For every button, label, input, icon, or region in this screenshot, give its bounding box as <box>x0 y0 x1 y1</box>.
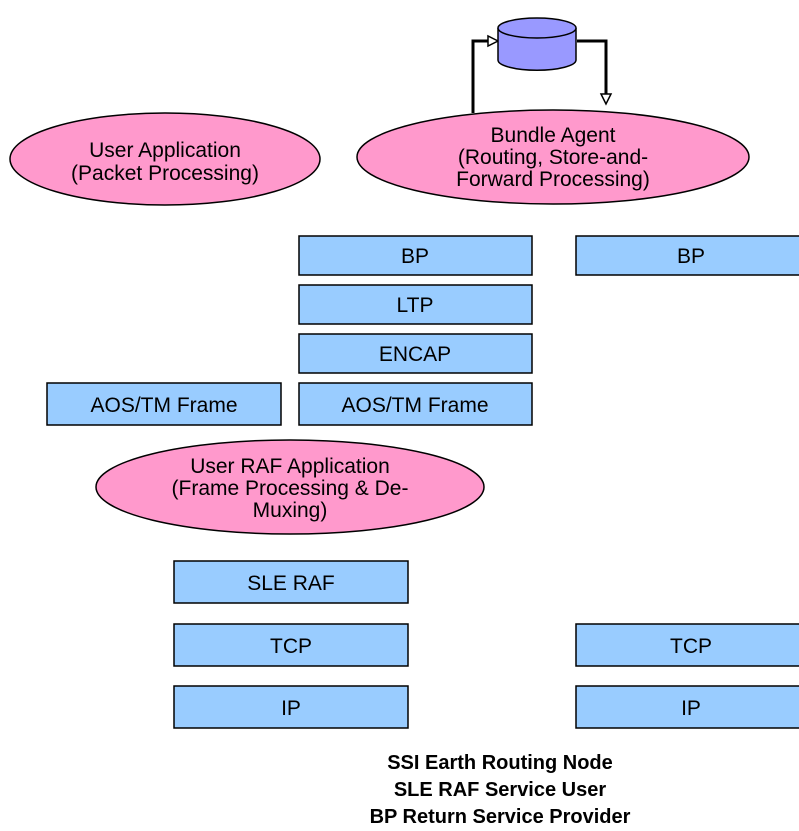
sle-raf-box: SLE RAF <box>173 560 409 604</box>
right-tcp-label: TCP <box>670 635 712 658</box>
right-tcp-box: TCP <box>575 623 799 667</box>
user-raf-application-ellipse: User RAF Application (Frame Processing &… <box>95 439 485 535</box>
center-stack: BP LTP ENCAP AOS/TM Frame <box>298 235 533 426</box>
caption-line-2: SLE RAF Service User <box>393 779 607 801</box>
bundle-agent-line2: (Routing, Store-and- <box>458 146 648 169</box>
storage-arrowhead-in <box>487 34 500 48</box>
storage-arrow-up <box>471 39 497 113</box>
storage-arrow-down <box>577 39 608 101</box>
bundle-agent-line1: Bundle Agent <box>491 124 616 147</box>
center-ltp-box: LTP <box>298 284 533 325</box>
caption-line-3: BP Return Service Provider <box>369 806 631 828</box>
database-icon <box>497 17 577 72</box>
center-encap-box: ENCAP <box>298 333 533 374</box>
left-aos-tm-frame-label: AOS/TM Frame <box>90 394 237 417</box>
user-application-ellipse: User Application (Packet Processing) <box>9 112 321 206</box>
center-aos-tm-frame-label: AOS/TM Frame <box>341 394 488 417</box>
storage-loop <box>471 34 613 113</box>
right-bp-label: BP <box>677 245 705 268</box>
right-bp-box: BP <box>575 235 799 276</box>
center-bp-box: BP <box>298 235 533 276</box>
left-ip-label: IP <box>281 697 301 720</box>
user-raf-application-line2: (Frame Processing & De- <box>172 477 409 500</box>
sle-raf-label: SLE RAF <box>247 572 335 595</box>
center-encap-label: ENCAP <box>379 343 451 366</box>
bundle-agent-ellipse: Bundle Agent (Routing, Store-and- Forwar… <box>356 109 750 205</box>
storage-arrowhead-out <box>599 93 613 106</box>
center-bp-label: BP <box>401 245 429 268</box>
right-ip-label: IP <box>681 697 701 720</box>
left-ip-box: IP <box>173 685 409 729</box>
center-aos-tm-frame-box: AOS/TM Frame <box>298 382 533 426</box>
user-application-line2: (Packet Processing) <box>71 162 259 185</box>
user-raf-application-line3: Muxing) <box>253 499 328 522</box>
user-raf-application-line1: User RAF Application <box>190 455 390 478</box>
node-caption: SSI Earth Routing Node SLE RAF Service U… <box>300 750 700 831</box>
left-tcp-label: TCP <box>270 635 312 658</box>
user-application-line1: User Application <box>89 139 241 162</box>
left-tcp-box: TCP <box>173 623 409 667</box>
right-ip-box: IP <box>575 685 799 729</box>
left-aos-tm-frame-box: AOS/TM Frame <box>46 382 282 426</box>
center-ltp-label: LTP <box>397 294 434 317</box>
right-stack: BP TCP IP <box>575 235 799 729</box>
bundle-agent-line3: Forward Processing) <box>456 168 650 191</box>
caption-line-1: SSI Earth Routing Node <box>387 752 613 774</box>
left-lower-stack: SLE RAF TCP IP <box>173 560 409 729</box>
